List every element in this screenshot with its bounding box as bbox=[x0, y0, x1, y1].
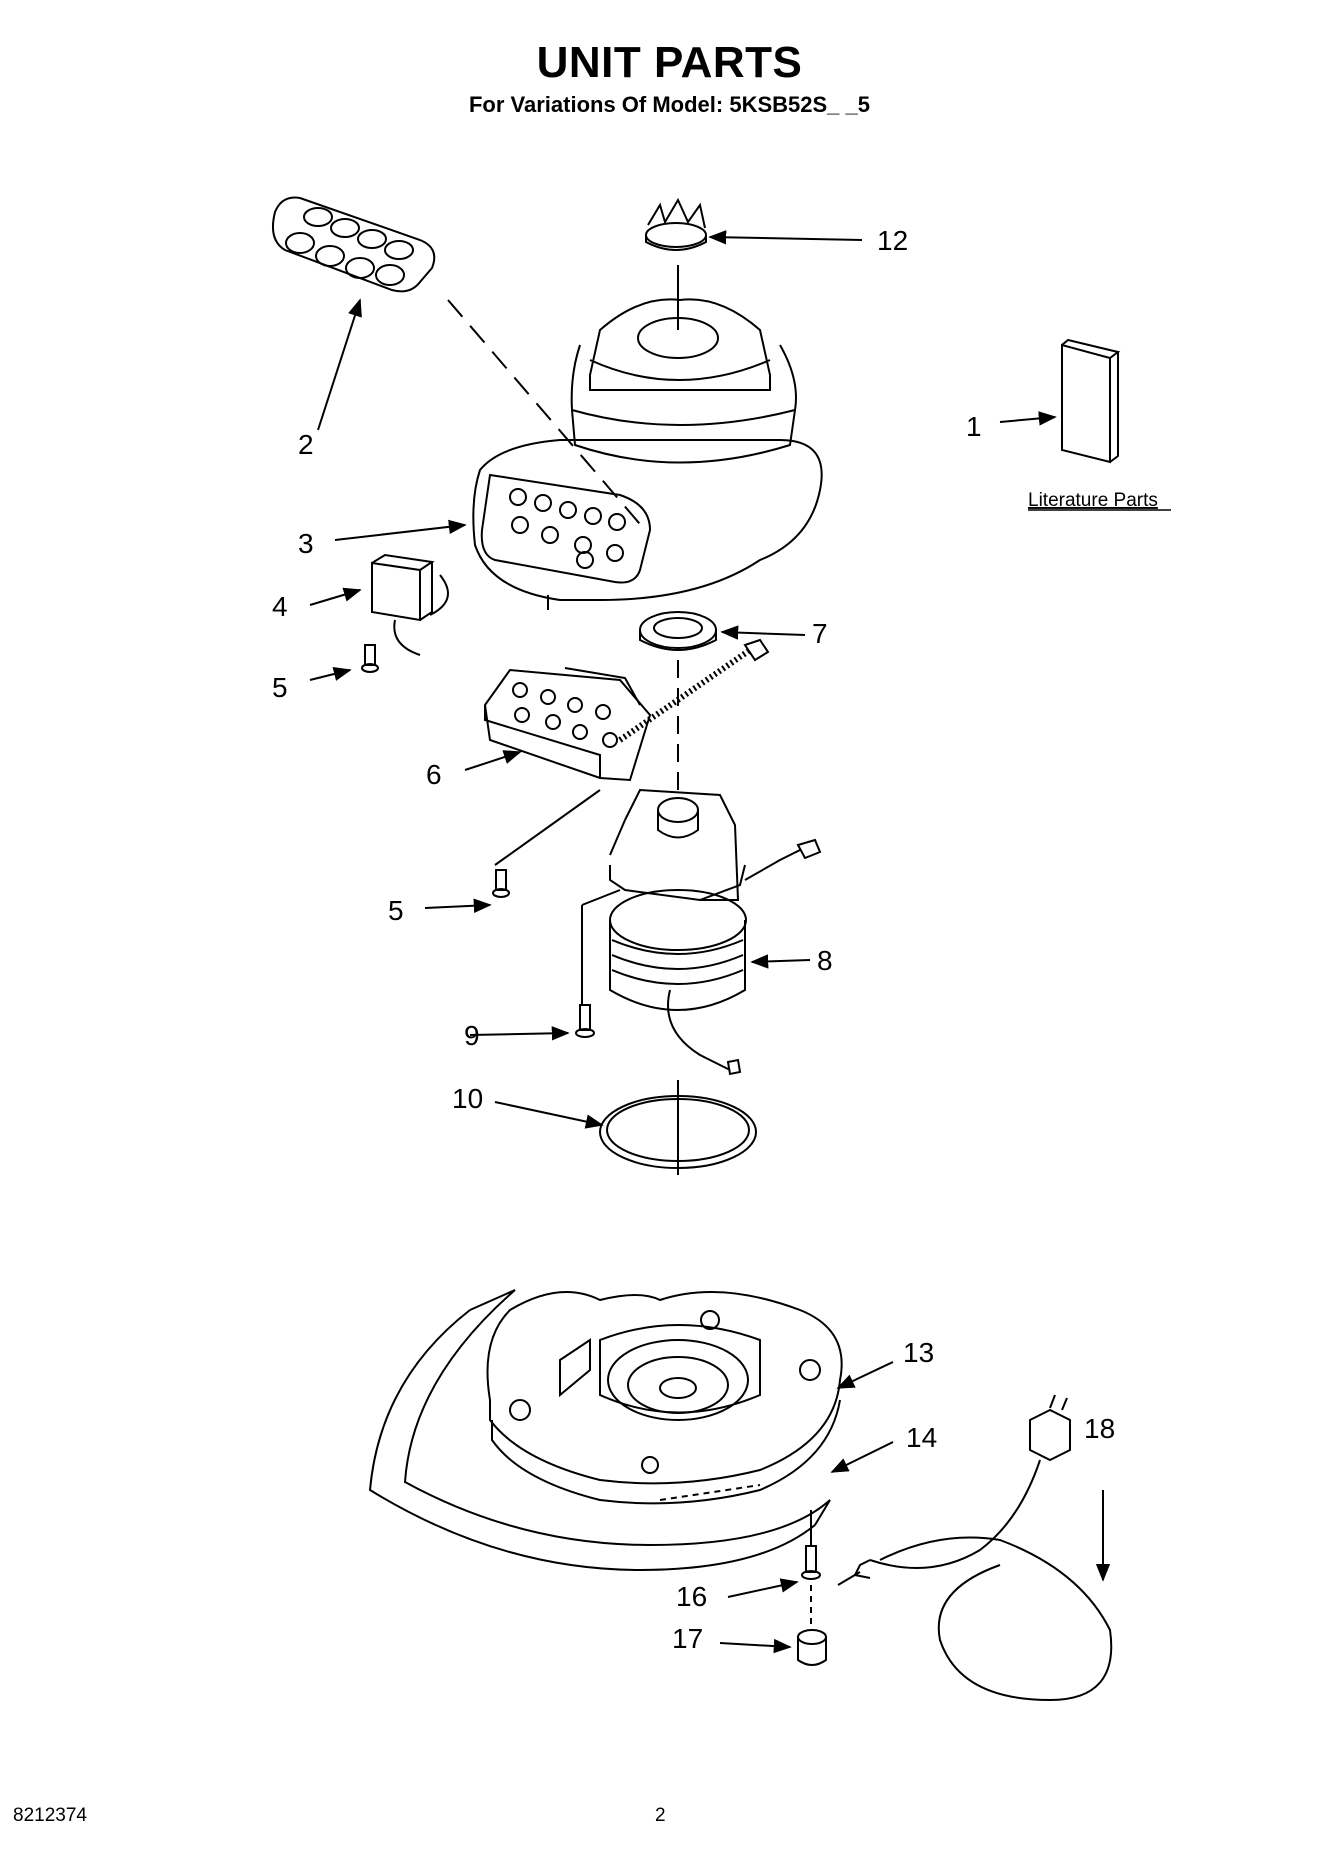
callout-9: 9 bbox=[464, 1020, 480, 1051]
callout-7: 7 bbox=[812, 618, 828, 649]
callout-6: 6 bbox=[426, 759, 442, 790]
literature-booklet-part bbox=[1061, 338, 1121, 464]
callout-2: 2 bbox=[298, 429, 314, 460]
base-plate-part bbox=[486, 1291, 843, 1505]
literature-parts-label: Literature Parts bbox=[1028, 490, 1158, 511]
callout-18: 18 bbox=[1084, 1413, 1115, 1444]
callout-13: 13 bbox=[903, 1337, 934, 1368]
page-title: UNIT PARTS bbox=[536, 38, 803, 87]
o-ring-part bbox=[599, 1095, 757, 1169]
screw-part-lower bbox=[492, 869, 510, 898]
callout-10: 10 bbox=[452, 1083, 483, 1114]
callout-12: 12 bbox=[877, 225, 908, 256]
callout-17: 17 bbox=[672, 1623, 703, 1654]
motor-screw-part bbox=[575, 889, 621, 1038]
callout-5-upper: 5 bbox=[272, 672, 288, 703]
callout-14: 14 bbox=[906, 1422, 937, 1453]
control-board-part bbox=[483, 638, 770, 866]
document-number: 8212374 bbox=[13, 1805, 87, 1826]
base-screw-part bbox=[801, 1510, 821, 1580]
callout-8: 8 bbox=[817, 945, 833, 976]
base-housing-part bbox=[472, 298, 823, 601]
rubber-foot-part bbox=[797, 1585, 827, 1666]
screw-part-upper bbox=[361, 644, 379, 673]
power-cord-part bbox=[837, 1394, 1113, 1702]
callout-1: 1 bbox=[966, 411, 982, 442]
callout-4: 4 bbox=[272, 591, 288, 622]
drive-coupler-part bbox=[645, 197, 707, 251]
callout-3: 3 bbox=[298, 528, 314, 559]
coupler-gasket-part bbox=[639, 611, 717, 651]
model-subtitle: For Variations Of Model: 5KSB52S_ _5 bbox=[468, 92, 870, 117]
callout-16: 16 bbox=[676, 1581, 707, 1612]
leader-lines bbox=[309, 230, 1111, 1654]
switch-box-part bbox=[371, 553, 449, 656]
keypad-overlay-part bbox=[272, 196, 436, 293]
trim-band-part bbox=[368, 1289, 831, 1572]
page-number: 2 bbox=[655, 1805, 666, 1826]
motor-part bbox=[609, 788, 822, 1076]
callout-5-lower: 5 bbox=[388, 895, 404, 926]
keypad-alignment-line bbox=[447, 299, 646, 531]
